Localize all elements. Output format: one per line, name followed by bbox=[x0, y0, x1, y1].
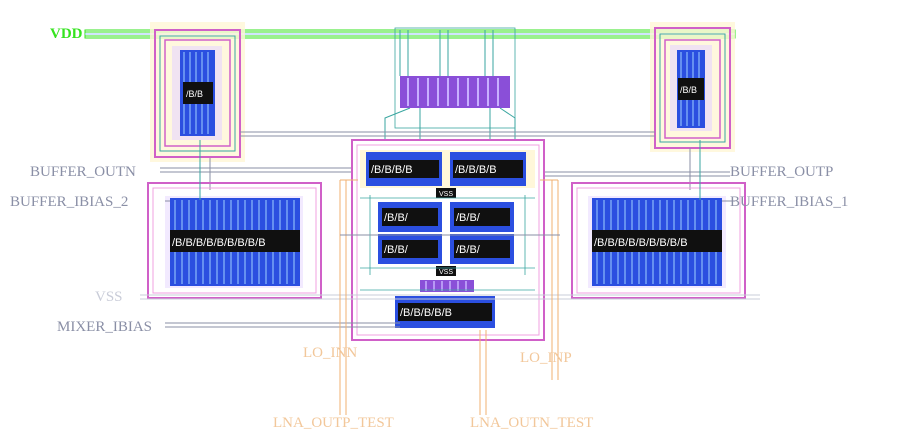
pin-label-buffer-outp: BUFFER_OUTP bbox=[730, 164, 833, 180]
svg-text:/B/B/B/B/B/B/B/B/B: /B/B/B/B/B/B/B/B/B bbox=[172, 237, 266, 249]
top-left-buffer-cell: /B/B bbox=[150, 22, 245, 162]
svg-text:/B/B/B/B: /B/B/B/B bbox=[371, 164, 413, 176]
top-right-buffer-cell: /B/B bbox=[650, 22, 735, 152]
vss-tag-upper: VSS bbox=[439, 191, 453, 198]
svg-text:/B/B/: /B/B/ bbox=[384, 244, 409, 256]
center-mixer-block: /B/B/B/B /B/B/B/B VSS /B/B/ /B/B/ /B/B/ … bbox=[351, 139, 545, 341]
top-center-cap-array bbox=[384, 27, 516, 145]
svg-text:/B/B: /B/B bbox=[186, 89, 203, 99]
pin-label-lo-inn: LO_INN bbox=[303, 345, 357, 361]
pin-label-lna-outp-test: LNA_OUTP_TEST bbox=[273, 415, 394, 431]
routing-wires bbox=[140, 140, 760, 415]
svg-text:/B/B/: /B/B/ bbox=[456, 244, 481, 256]
pin-label-vdd: VDD bbox=[50, 26, 83, 42]
svg-text:/B/B/B/B: /B/B/B/B bbox=[455, 164, 497, 176]
right-buffer-block: /B/B/B/B/B/B/B/B/B bbox=[571, 182, 746, 299]
pin-label-lna-outn-test: LNA_OUTN_TEST bbox=[470, 415, 593, 431]
svg-text:/B/B/B/B/B/B/B/B/B: /B/B/B/B/B/B/B/B/B bbox=[594, 237, 688, 249]
svg-text:/B/B/: /B/B/ bbox=[456, 212, 481, 224]
vss-tag-lower: VSS bbox=[439, 269, 453, 276]
svg-text:/B/B/: /B/B/ bbox=[384, 212, 409, 224]
svg-text:/B/B/B/B/B: /B/B/B/B/B bbox=[400, 307, 452, 319]
pin-label-buffer-outn: BUFFER_OUTN bbox=[30, 164, 136, 180]
left-buffer-block: /B/B/B/B/B/B/B/B/B bbox=[147, 182, 322, 299]
pin-label-vss: VSS bbox=[95, 289, 123, 305]
pin-label-mixer-ibias: MIXER_IBIAS bbox=[57, 319, 152, 335]
pin-label-buffer-ibias-2: BUFFER_IBIAS_2 bbox=[10, 194, 128, 210]
top-interconnects bbox=[160, 131, 730, 190]
pin-label-buffer-ibias-1: BUFFER_IBIAS_1 bbox=[730, 194, 848, 210]
svg-text:/B/B: /B/B bbox=[680, 85, 697, 95]
pin-label-lo-inp: LO_INP bbox=[520, 350, 572, 366]
